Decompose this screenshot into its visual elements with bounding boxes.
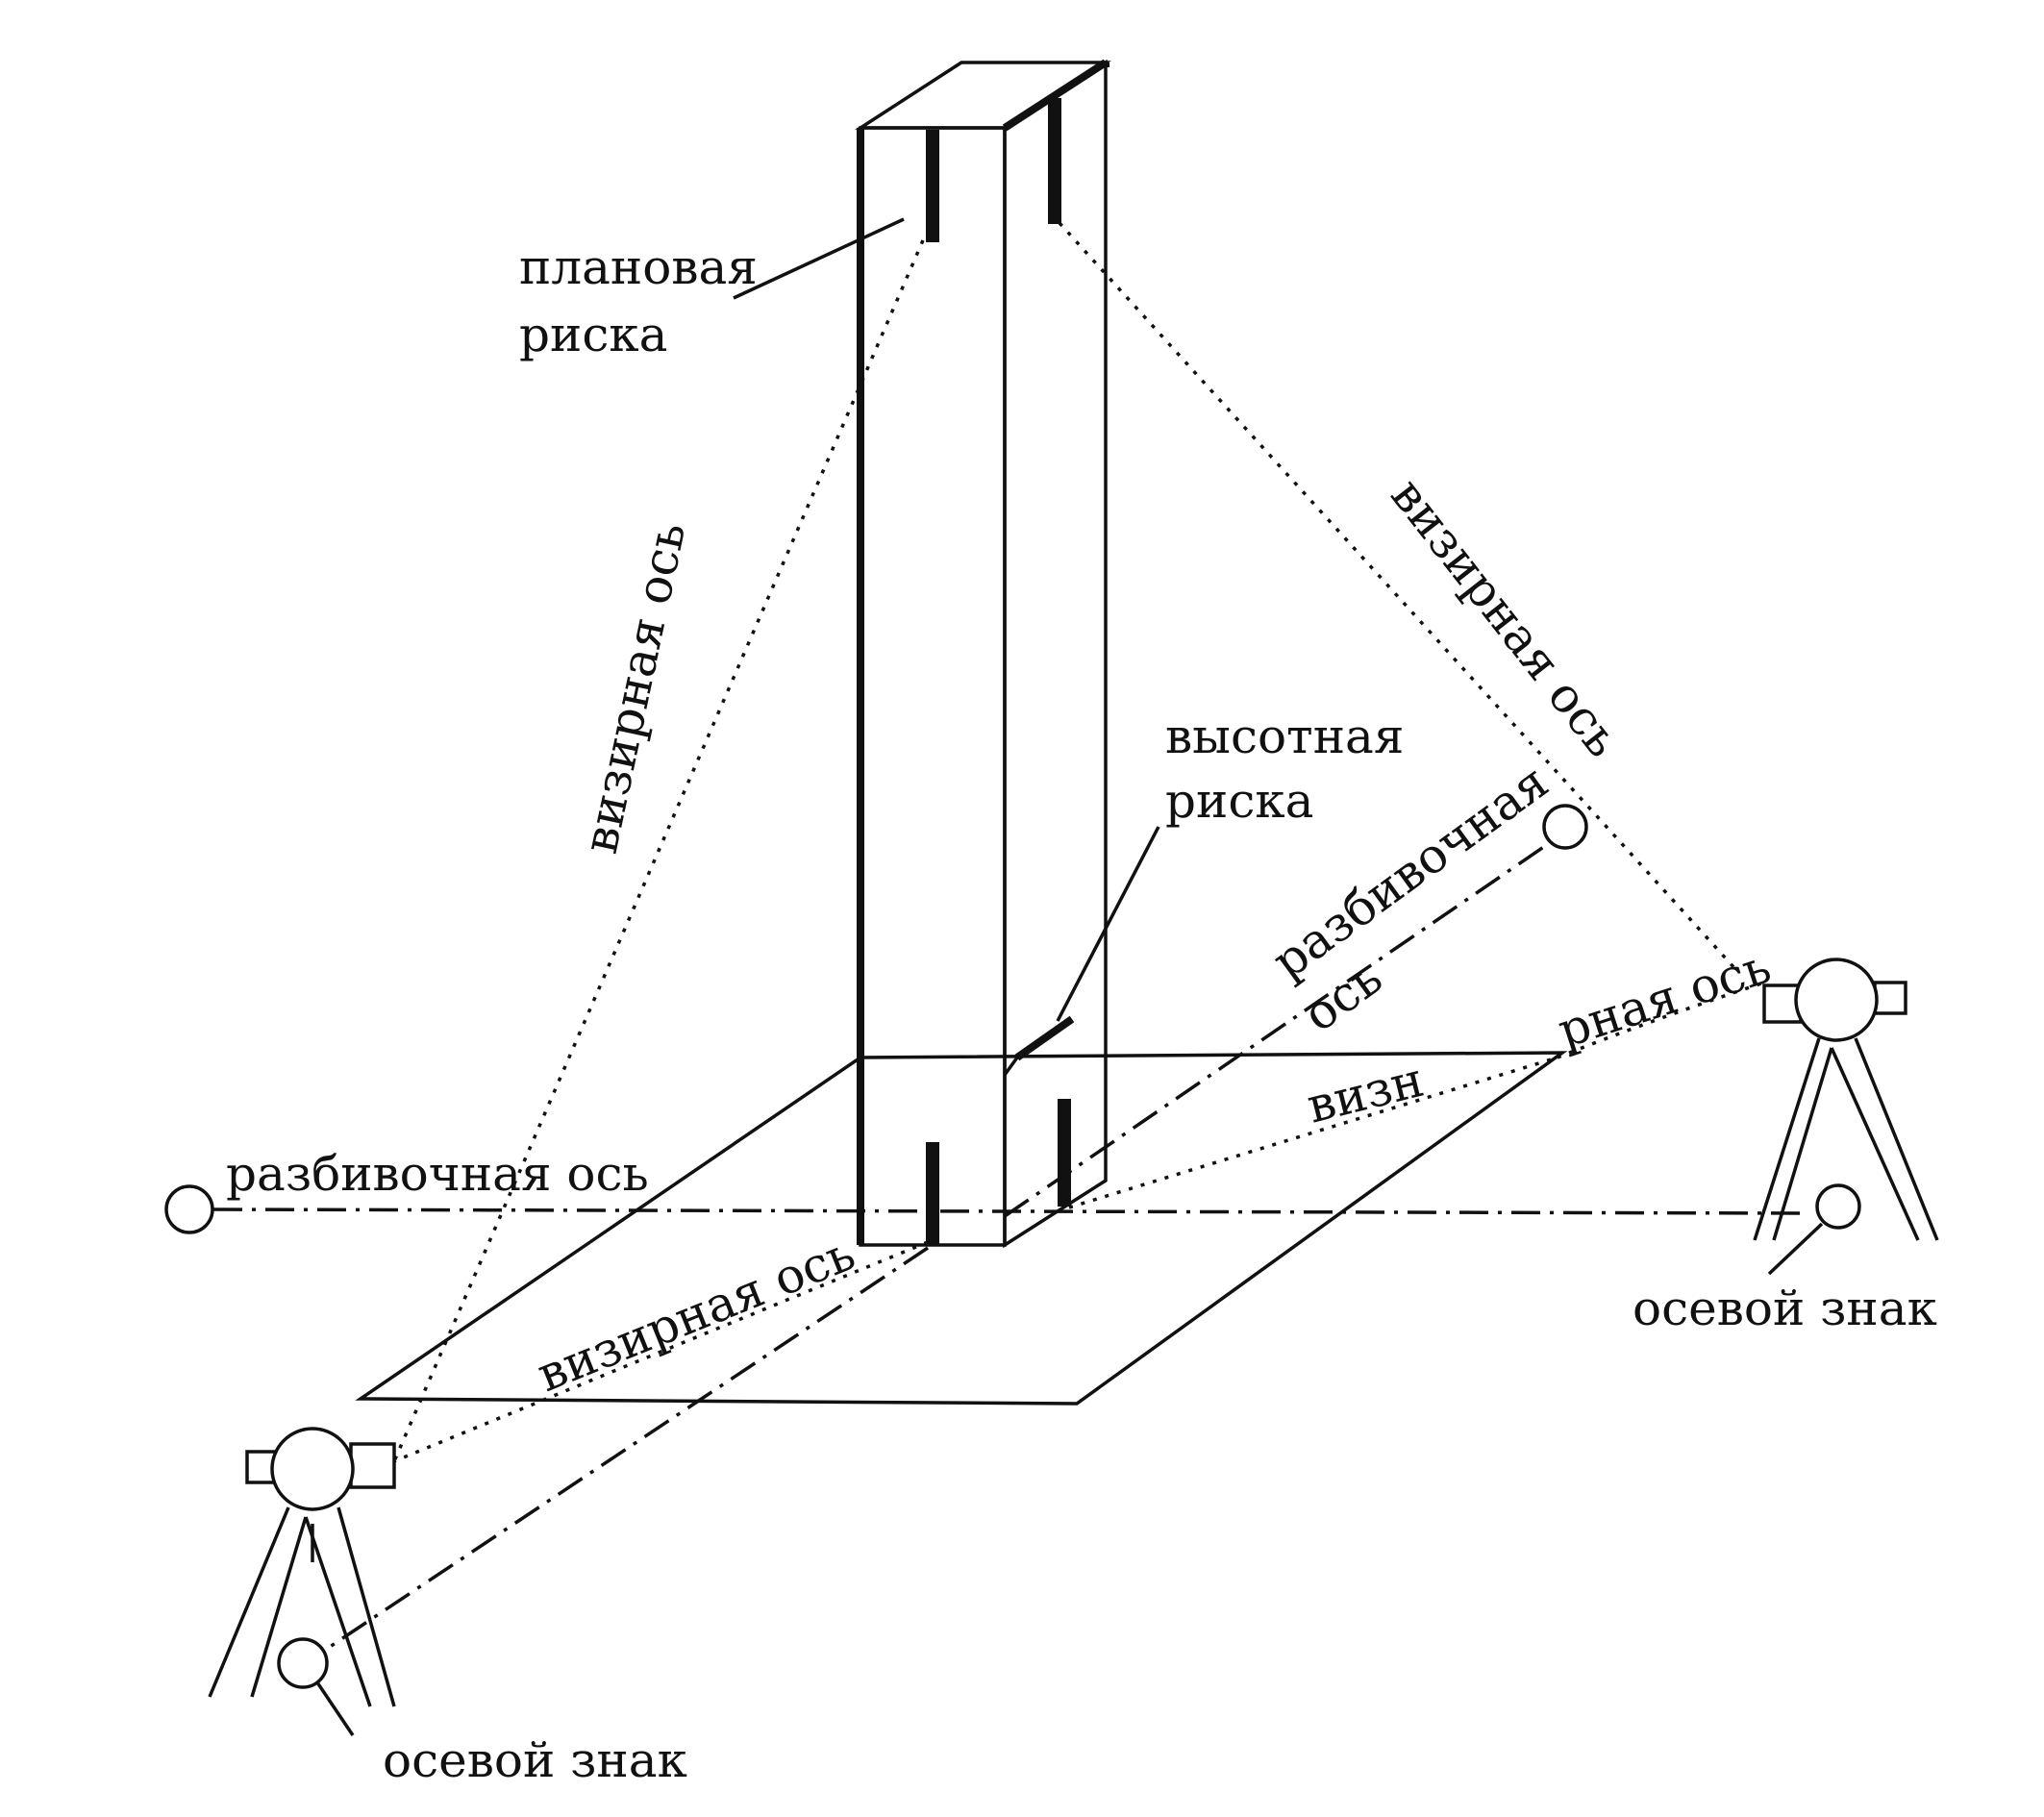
- height-risk: [1014, 1015, 1075, 1061]
- leader-plan-risk: [733, 217, 905, 300]
- axis-marker-circle-left: [164, 1184, 214, 1234]
- column-front-face: [859, 126, 1007, 1247]
- foundation-plane: [355, 1051, 1568, 1406]
- column: [855, 59, 1111, 1249]
- column-side-face: [1003, 59, 1108, 1249]
- label-sight-axis-center-b: рная ось: [1552, 938, 1778, 1059]
- axis-sign-circle-right: [1815, 1183, 1861, 1230]
- sight-axis-right-upper: [1058, 221, 1737, 971]
- stakeout-axis-right: [1004, 842, 1549, 1218]
- label-sight-axis-right: визирная ось: [1381, 468, 1632, 767]
- label-height-risk-1: высотная: [1165, 709, 1404, 764]
- theodolite-right: [1753, 958, 1939, 1241]
- theodolite-left: [208, 1427, 396, 1707]
- label-height-risk-2: риска: [1165, 773, 1313, 829]
- stakeout-axis-left: [212, 1207, 1808, 1215]
- sight-axis-left-lower: [393, 1240, 929, 1463]
- label-sight-axis-center-a: визн: [1302, 1052, 1429, 1134]
- label-axis-sign-left: осевой знак: [383, 1732, 687, 1788]
- label-sight-axis-bottom: визирная ось: [530, 1225, 862, 1403]
- label-axis-sign-right: осевой знак: [1633, 1281, 1937, 1336]
- label-plan-risk-2: риска: [519, 307, 667, 362]
- label-stakeout-axis-left: разбивочная ось: [226, 1146, 649, 1202]
- stakeout-axis-bottom: [326, 1246, 929, 1651]
- leader-height-risk: [1056, 826, 1160, 1022]
- sight-axis-left-upper: [392, 239, 925, 1462]
- sight-axis-right-lower-curve: [1557, 981, 1765, 1059]
- axis-sign-circle-left: [277, 1637, 329, 1689]
- axis-marker-circle-right-axis: [1542, 804, 1588, 850]
- label-sight-axis-left: визирная ось: [572, 517, 696, 858]
- sight-axis-right-lower: [1068, 1056, 1558, 1209]
- column-top-face: [855, 61, 1111, 130]
- label-plan-risk-1: плановая: [519, 239, 758, 295]
